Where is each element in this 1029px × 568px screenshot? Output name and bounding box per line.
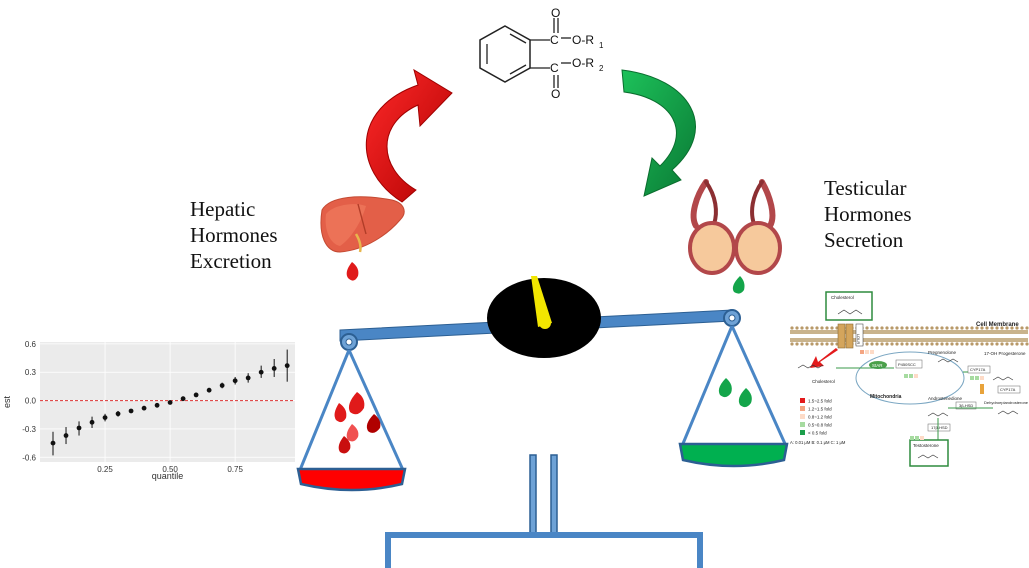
- x-axis-title: quantile: [152, 471, 184, 481]
- hepatic-label-line3: Excretion: [190, 249, 272, 273]
- ester-top-sub: 1: [599, 41, 604, 50]
- receptor-red-arrow: [810, 348, 838, 368]
- y-tick-label: 0.3: [25, 368, 37, 377]
- data-point: [167, 400, 173, 405]
- legend-swatch: [800, 414, 805, 419]
- legend-swatch: [800, 422, 805, 427]
- enzyme-cyp17a-1: CYP17A: [970, 367, 986, 372]
- testicular-label-line1: Testicular: [824, 176, 907, 200]
- data-point: [245, 375, 251, 381]
- testicular-drop: [732, 276, 745, 294]
- testicular-arrow: [621, 69, 696, 197]
- testicular-label-line3: Secretion: [824, 228, 904, 252]
- hepatic-label-line1: Hepatic: [190, 197, 256, 221]
- data-point: [115, 411, 121, 417]
- dhea-label: Dehydroepiandrosterone: [984, 400, 1029, 405]
- star-label: StAR: [872, 363, 883, 368]
- testicular-drops-cluster: [718, 378, 752, 408]
- legend-label: 0.8~1.2 fold: [808, 415, 832, 420]
- enzyme-17bhsd: 17β-HSD: [931, 425, 948, 430]
- carbon-bottom: C: [550, 61, 559, 75]
- legend-swatch: [800, 406, 805, 411]
- ester-top: O-R: [572, 33, 594, 47]
- y-tick-label: 0.0: [25, 397, 37, 406]
- plot-panel: [40, 342, 295, 462]
- data-point: [232, 378, 238, 384]
- carbon-top: C: [550, 33, 559, 47]
- data-point: [193, 392, 199, 398]
- data-point: [128, 408, 134, 414]
- legend-label: 0.5~0.8 fold: [808, 423, 832, 428]
- data-point: [180, 396, 186, 402]
- data-point: [154, 402, 160, 408]
- right-pan: [678, 442, 789, 468]
- y-axis-title: est: [2, 396, 12, 409]
- data-point: [284, 363, 290, 369]
- steroidogenesis-pathway: Cell Membrane Cholesterol LDLR Cholester…: [790, 291, 1029, 467]
- pregnenolone-label: Pregnenolone: [928, 350, 957, 355]
- testosterone-label: Testosterone: [913, 443, 939, 448]
- mitochondria-label: Mitochondria: [870, 394, 902, 400]
- star-badge: [869, 361, 887, 369]
- data-point: [89, 419, 95, 425]
- hepatic-label-line2: Hormones: [190, 223, 278, 247]
- data-point: [50, 440, 56, 446]
- receptor-label: LDLR: [856, 334, 861, 344]
- y-tick-label: -0.3: [22, 425, 36, 434]
- androstenedione-label: Androstenedione: [928, 396, 963, 401]
- hepatic-drop: [346, 262, 359, 281]
- data-point: [141, 405, 147, 411]
- legend-swatch: [800, 430, 805, 435]
- data-point: [102, 415, 108, 420]
- hepatic-arrow: [366, 68, 453, 203]
- testes-icon: [688, 179, 782, 275]
- scale-base: [385, 532, 703, 568]
- left-pan: [296, 467, 407, 492]
- liver-icon: [320, 196, 405, 253]
- hepatic-label: Hepatic Hormones Excretion: [190, 196, 278, 274]
- x-tick-label: 0.75: [227, 465, 243, 474]
- data-point: [219, 383, 225, 388]
- ester-bottom-sub: 2: [599, 64, 604, 73]
- carbonyl-oxygen-bottom: O: [551, 87, 560, 101]
- cholesterol-box-top: [825, 291, 873, 321]
- gauge-icon: [487, 276, 601, 358]
- testosterone-box: [909, 439, 949, 467]
- progesterone-label: 17-OH Progesterone: [984, 351, 1026, 356]
- membrane-title: Cell Membrane: [976, 322, 1019, 328]
- testicular-label: Testicular Hormones Secretion: [824, 175, 912, 253]
- data-point: [258, 369, 264, 375]
- data-point: [76, 425, 82, 431]
- y-tick-label: 0.6: [25, 340, 37, 349]
- enzyme-cyp17a-2: CYP17A: [1000, 387, 1016, 392]
- legend-label: < 0.5 fold: [808, 431, 827, 436]
- y-tick-label: -0.6: [22, 453, 36, 462]
- carbonyl-oxygen-top: O: [551, 6, 560, 20]
- cholesterol-top-label: Cholesterol: [831, 295, 854, 300]
- dose-note: A: 0.01 μM B: 0.1 μM C: 1 μM: [790, 440, 846, 445]
- enzyme-3bhsd: 3β-HSD: [959, 403, 973, 408]
- data-point: [271, 366, 277, 371]
- cholesterol-mid-label: Cholesterol: [812, 379, 835, 384]
- fold-legend: 1.5~2.5 fold 1.2~1.5 fold 0.8~1.2 fold 0.5~…: [800, 398, 832, 436]
- x-tick-label: 0.25: [97, 465, 113, 474]
- legend-label: 1.5~2.5 fold: [808, 399, 832, 404]
- fold-change-marks: [860, 350, 984, 440]
- enzyme-p450scc: P450SCC: [898, 362, 916, 367]
- ester-bottom: O-R: [572, 56, 594, 70]
- hepatic-drops-cluster: [334, 392, 381, 454]
- data-point: [206, 387, 212, 393]
- data-point: [63, 433, 69, 438]
- cell-membrane: [790, 326, 1029, 346]
- testicular-label-line2: Hormones: [824, 202, 912, 226]
- x-tick-label: 0.50: [162, 465, 178, 474]
- phthalate-structure: O C O-R 1 C O-R 2 O: [479, 6, 604, 101]
- legend-label: 1.2~1.5 fold: [808, 407, 832, 412]
- legend-swatch: [800, 398, 805, 403]
